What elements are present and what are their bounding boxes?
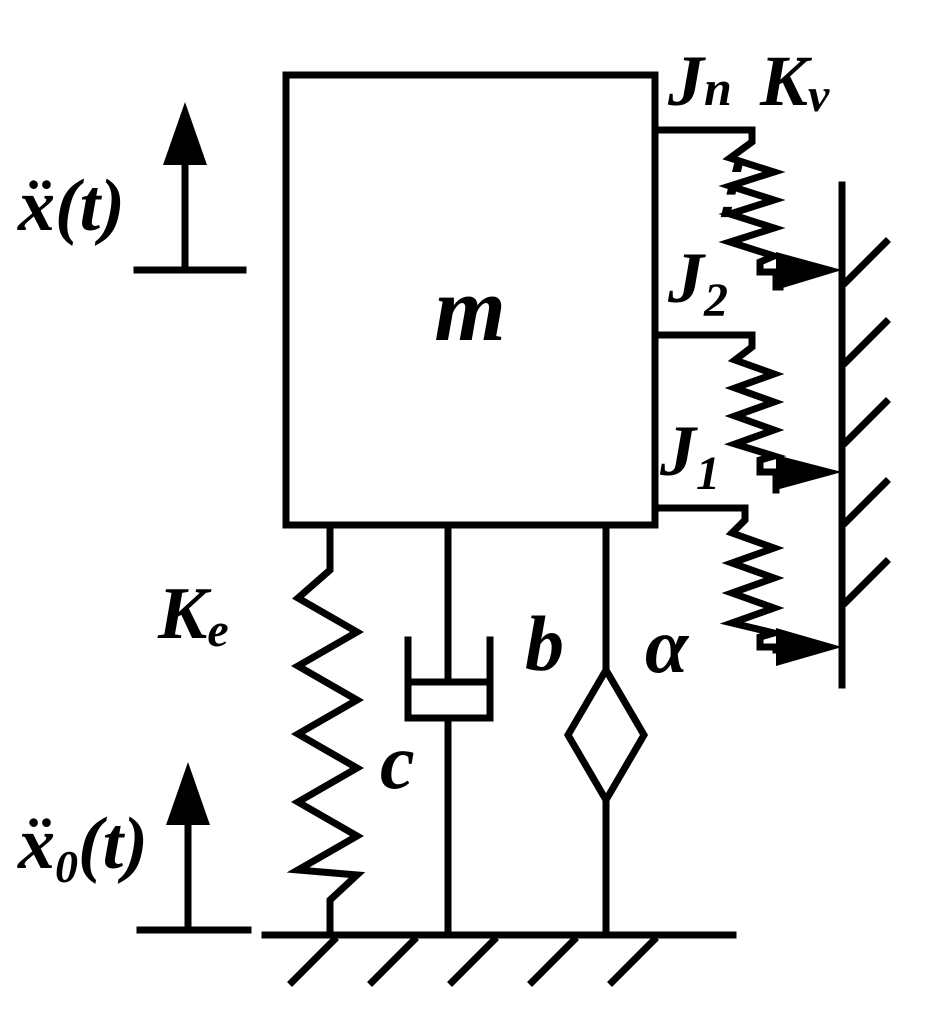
damper-label: c — [380, 718, 415, 805]
mass-label: m — [434, 258, 506, 360]
j1-spring — [651, 504, 842, 666]
jn-label: Jn — [667, 41, 732, 121]
kv-label: Kv — [759, 41, 830, 122]
top-acceleration-arrow — [133, 102, 247, 274]
alpha-label: α — [645, 602, 690, 689]
alpha-element — [563, 521, 649, 939]
bottom-acceleration-arrow — [136, 762, 252, 934]
mass-block — [282, 71, 659, 529]
ground — [261, 931, 737, 987]
bottom-acceleration-label: ẍ0(t) — [17, 803, 148, 892]
ke-label: Ke — [157, 573, 229, 657]
top-acceleration-label: ẍ(t) — [17, 165, 125, 247]
damper — [404, 521, 494, 939]
jn-spring — [651, 126, 842, 291]
j2-spring — [651, 331, 842, 494]
wall — [838, 181, 891, 689]
b-label: b — [525, 600, 564, 687]
j2-label: J2 — [667, 238, 728, 327]
dots: ⋮ — [694, 152, 760, 225]
ke-spring — [286, 521, 366, 939]
j1-label: J1 — [659, 411, 720, 500]
